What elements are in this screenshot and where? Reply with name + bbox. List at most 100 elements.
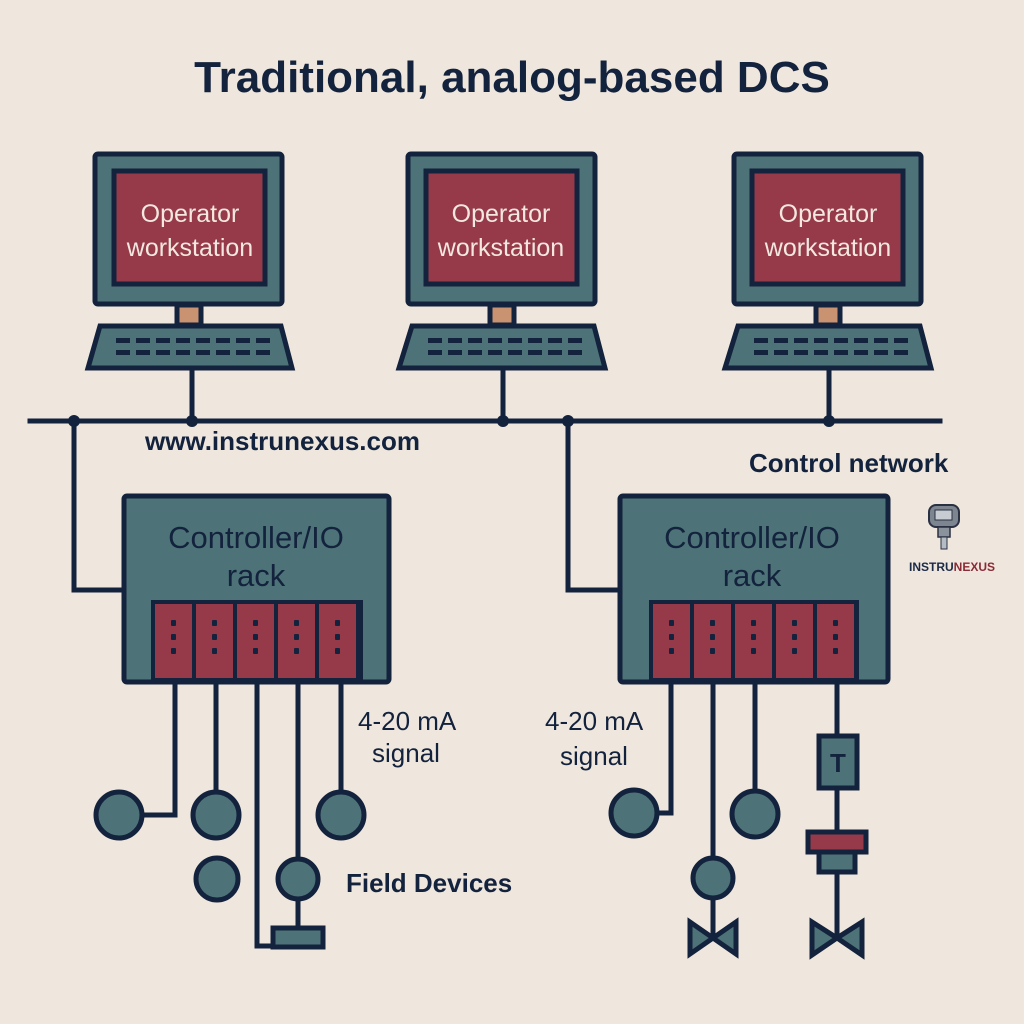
keyboard-key <box>548 350 562 355</box>
monitor-screen <box>423 168 580 287</box>
keyboard-key <box>894 350 908 355</box>
io-card-indicator <box>710 620 715 626</box>
keyboard-key <box>216 338 230 343</box>
keyboard-key <box>508 338 522 343</box>
keyboard-key <box>156 338 170 343</box>
control-valve-body <box>832 917 865 960</box>
junction-dot <box>497 415 509 427</box>
io-card-indicator <box>294 620 299 626</box>
keyboard-key <box>196 350 210 355</box>
keyboard-key <box>216 350 230 355</box>
io-card-indicator <box>833 634 838 640</box>
monitor-screen <box>749 168 906 287</box>
operator-workstation-3: Operator workstation <box>721 151 935 427</box>
keyboard-key <box>834 350 848 355</box>
keyboard-key <box>894 338 908 343</box>
io-card <box>817 604 854 678</box>
io-card-indicator <box>294 648 299 654</box>
keyboard-key <box>256 338 270 343</box>
io-card-indicator <box>792 620 797 626</box>
rack-label-line2: rack <box>227 558 286 593</box>
keyboard-key <box>874 338 888 343</box>
signal-label-line1: 4-20 mA <box>545 706 644 736</box>
rack-label-line1: Controller/IO <box>664 520 840 555</box>
keyboard-key <box>448 350 462 355</box>
keyboard <box>721 323 935 371</box>
io-card-indicator <box>833 648 838 654</box>
transmitter-label: T <box>830 748 846 778</box>
io-card-indicator <box>669 648 674 654</box>
keyboard-keys <box>428 338 582 355</box>
field-wiring-right: T <box>608 681 869 960</box>
operator-workstation-1: Operator workstation <box>84 151 296 427</box>
keyboard-key <box>794 338 808 343</box>
logo-wordmark-part1: INSTRU <box>909 560 954 574</box>
io-card-indicator <box>335 648 340 654</box>
io-card-indicator <box>294 634 299 640</box>
field-device-sensor <box>315 789 367 841</box>
signal-label-line2: signal <box>560 741 628 771</box>
keyboard-key <box>196 338 210 343</box>
keyboard-key <box>528 338 542 343</box>
keyboard-key <box>874 350 888 355</box>
keyboard-key <box>256 350 270 355</box>
website-label: www.instrunexus.com <box>144 426 420 456</box>
field-device-sensor <box>608 787 660 839</box>
control-valve-body <box>687 917 718 959</box>
io-card-indicator <box>335 634 340 640</box>
junction-dot <box>823 415 835 427</box>
io-card-indicator <box>669 634 674 640</box>
io-card-indicator <box>710 634 715 640</box>
signal-wire <box>140 681 178 818</box>
keyboard <box>395 323 609 371</box>
io-card-indicator <box>171 648 176 654</box>
io-card <box>278 604 315 678</box>
keyboard-key <box>236 338 250 343</box>
keyboard-key <box>854 338 868 343</box>
workstation-label-line1: Operator <box>452 200 551 228</box>
keyboard-key <box>236 350 250 355</box>
control-valve-body <box>708 917 739 959</box>
signal-wire <box>254 681 276 949</box>
io-card-indicator <box>710 648 715 654</box>
io-card-indicator <box>253 620 258 626</box>
keyboard-key <box>116 350 130 355</box>
keyboard-key <box>814 338 828 343</box>
keyboard-key <box>834 338 848 343</box>
keyboard-key <box>488 350 502 355</box>
keyboard-key <box>774 350 788 355</box>
keyboard-keys <box>754 338 908 355</box>
keyboard-key <box>508 350 522 355</box>
io-card-indicator <box>253 634 258 640</box>
rack-1-link <box>71 418 127 593</box>
signal-label-line2: signal <box>372 738 440 768</box>
io-card <box>319 604 356 678</box>
valve-actuator-body <box>816 849 858 875</box>
logo-wordmark-part2: NEXUS <box>954 560 995 574</box>
keyboard-key <box>428 338 442 343</box>
io-card-indicator <box>751 620 756 626</box>
keyboard-key <box>116 338 130 343</box>
controller-io-rack-2: Controller/IO rack <box>617 493 891 685</box>
workstation-label-line1: Operator <box>779 200 878 228</box>
keyboard-key <box>176 350 190 355</box>
io-card-indicator <box>335 620 340 626</box>
keyboard-key <box>774 338 788 343</box>
workstation-label-line2: workstation <box>437 234 564 262</box>
io-cards <box>155 604 356 678</box>
io-card-indicator <box>171 620 176 626</box>
field-device-sensor <box>93 789 145 841</box>
io-card-indicator <box>212 620 217 626</box>
monitor-stand <box>487 302 517 328</box>
io-card <box>735 604 772 678</box>
io-card <box>694 604 731 678</box>
field-device-sensor <box>729 788 781 840</box>
keyboard <box>84 323 296 371</box>
keyboard-key <box>428 350 442 355</box>
keyboard-key <box>136 338 150 343</box>
keyboard-key <box>488 338 502 343</box>
instrunexus-logo: INSTRUNEXUS <box>909 504 995 574</box>
keyboard-key <box>468 338 482 343</box>
keyboard-key <box>176 338 190 343</box>
transmitter-neck-icon <box>937 526 951 538</box>
